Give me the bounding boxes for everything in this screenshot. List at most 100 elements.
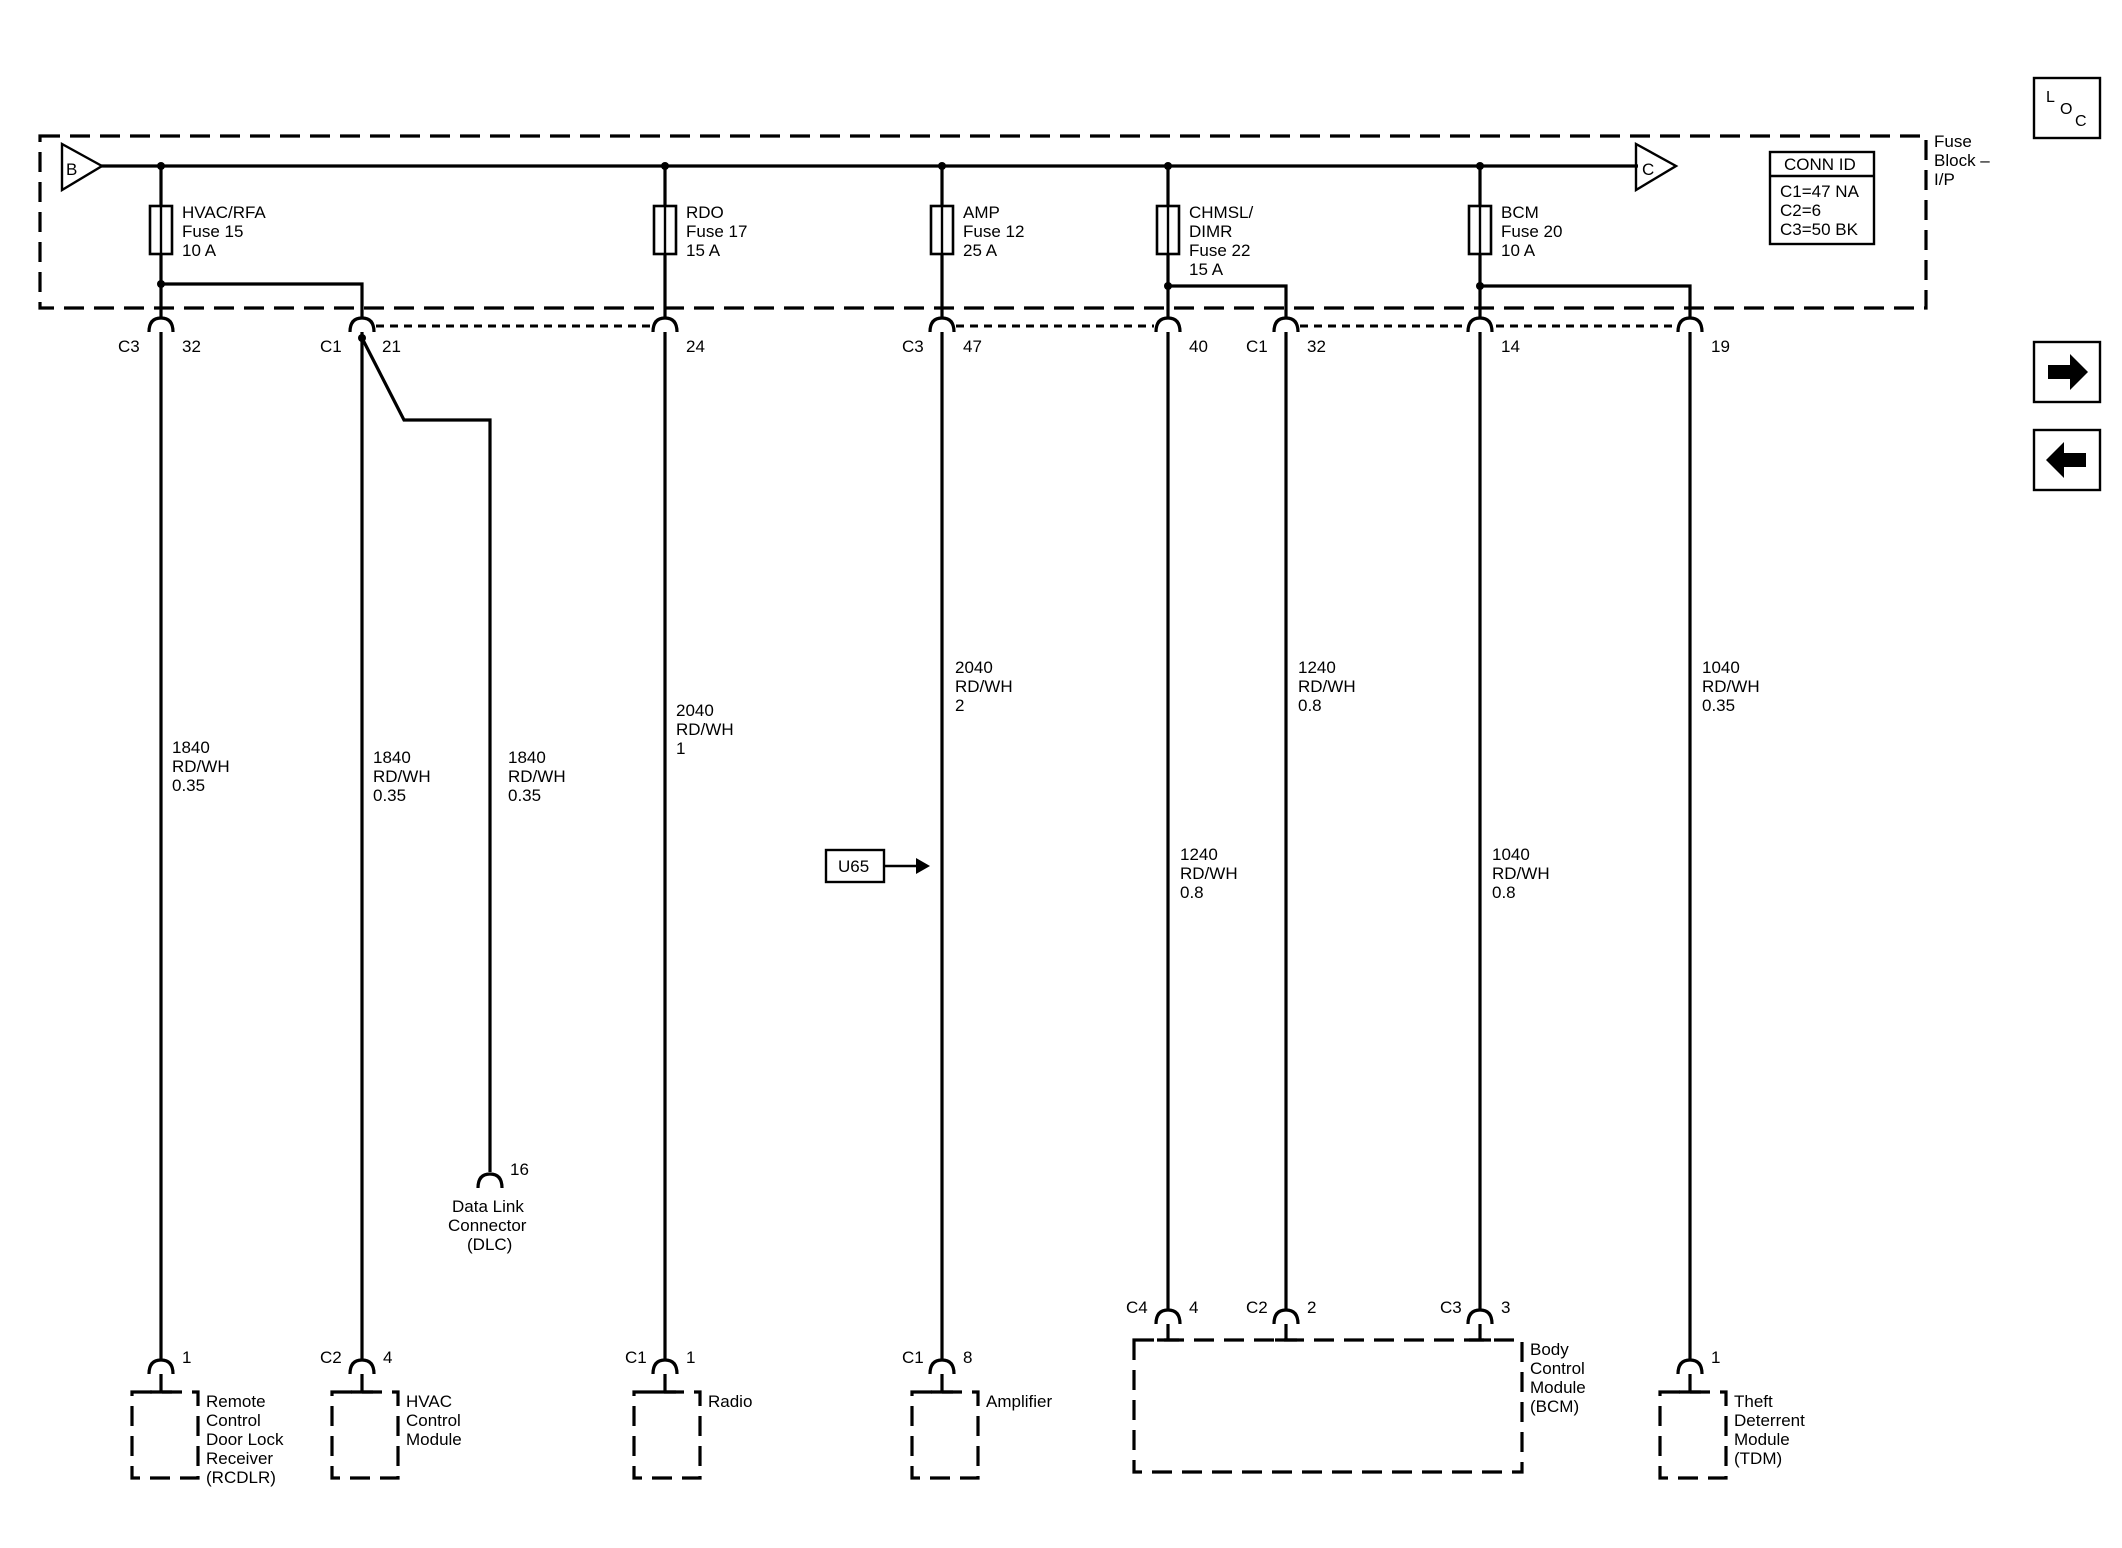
bus-output-c[interactable]: C — [1634, 141, 1679, 193]
svg-text:C3: C3 — [118, 337, 140, 356]
bottom-terminal-c4-4[interactable]: C4 4 — [1126, 1298, 1198, 1340]
wire-rcdlr[interactable]: 1840 RD/WH 0.35 — [159, 332, 230, 1360]
wire-amplifier[interactable]: 2040 RD/WH 2 — [940, 332, 1013, 1360]
fuse-chmsl-dimr[interactable]: CHMSL/ DIMR Fuse 22 15 A — [1155, 203, 1254, 279]
svg-text:C3: C3 — [1440, 1298, 1462, 1317]
svg-text:C1: C1 — [625, 1348, 647, 1367]
svg-text:Receiver: Receiver — [206, 1449, 273, 1468]
svg-text:Amplifier: Amplifier — [986, 1392, 1052, 1411]
top-terminal-c1-21[interactable]: C1 21 — [320, 316, 401, 356]
loc-icon[interactable]: L O C — [2032, 76, 2102, 140]
bottom-terminal-c1-1[interactable]: C1 1 — [625, 1348, 695, 1392]
svg-text:Door Lock: Door Lock — [206, 1430, 284, 1449]
svg-text:1840: 1840 — [373, 748, 411, 767]
component-tdm[interactable]: Theft Deterrent Module (TDM) — [1658, 1390, 1805, 1480]
component-hvac-control-module[interactable]: HVAC Control Module — [330, 1390, 462, 1480]
top-terminal-14[interactable]: 14 — [1466, 316, 1520, 356]
svg-text:Radio: Radio — [708, 1392, 752, 1411]
wire-bcm-c2[interactable]: 1240 RD/WH 0.8 — [1284, 332, 1356, 1310]
svg-text:1: 1 — [1711, 1348, 1720, 1367]
fuse-hvac-rfa[interactable]: HVAC/RFA Fuse 15 10 A — [148, 203, 266, 260]
svg-text:C2=6: C2=6 — [1780, 201, 1821, 220]
wire-bcm-c3[interactable]: 1040 RD/WH 0.8 — [1478, 332, 1550, 1310]
top-terminal-c3-47[interactable]: C3 47 — [902, 316, 982, 356]
svg-text:8: 8 — [963, 1348, 972, 1367]
svg-text:RD/WH: RD/WH — [1180, 864, 1238, 883]
svg-text:DIMR: DIMR — [1189, 222, 1232, 241]
bottom-terminal-c1-8[interactable]: C1 8 — [902, 1348, 972, 1392]
svg-text:Block –: Block – — [1934, 151, 1990, 170]
svg-text:C3=50 BK: C3=50 BK — [1780, 220, 1859, 239]
svg-text:C2: C2 — [1246, 1298, 1268, 1317]
svg-text:1040: 1040 — [1492, 845, 1530, 864]
fuse-block-outline — [38, 134, 1928, 310]
svg-text:32: 32 — [182, 337, 201, 356]
component-bcm[interactable]: Body Control Module (BCM) — [1132, 1338, 1586, 1474]
svg-text:0.35: 0.35 — [172, 776, 205, 795]
svg-text:Remote: Remote — [206, 1392, 266, 1411]
bottom-terminal-tdm-1[interactable]: 1 — [1676, 1348, 1720, 1392]
svg-text:24: 24 — [686, 337, 705, 356]
bottom-terminal-rcdlr-1[interactable]: 1 — [147, 1348, 191, 1392]
top-terminal-c1-32[interactable]: C1 32 — [1246, 316, 1326, 356]
svg-text:0.35: 0.35 — [1702, 696, 1735, 715]
svg-text:RD/WH: RD/WH — [1492, 864, 1550, 883]
wire-bcm-c4[interactable]: 1240 RD/WH 0.8 — [1166, 332, 1238, 1310]
top-terminal-24[interactable]: 24 — [651, 316, 705, 356]
svg-text:Deterrent: Deterrent — [1734, 1411, 1805, 1430]
svg-text:Body: Body — [1530, 1340, 1569, 1359]
wire-dlc[interactable]: 1840 RD/WH 0.35 — [358, 334, 566, 1172]
svg-text:4: 4 — [383, 1348, 392, 1367]
svg-text:0.8: 0.8 — [1298, 696, 1322, 715]
svg-text:25 A: 25 A — [963, 241, 998, 260]
dlc-terminal[interactable]: 16 Data Link Connector (DLC) — [448, 1160, 529, 1254]
svg-text:Fuse 17: Fuse 17 — [686, 222, 747, 241]
fuse-rdo[interactable]: RDO Fuse 17 15 A — [652, 203, 747, 260]
component-rcdlr[interactable]: Remote Control Door Lock Receiver (RCDLR… — [130, 1390, 284, 1487]
svg-text:BCM: BCM — [1501, 203, 1539, 222]
svg-text:0.8: 0.8 — [1180, 883, 1204, 902]
svg-text:0.35: 0.35 — [508, 786, 541, 805]
svg-text:C1: C1 — [1246, 337, 1268, 356]
svg-text:HVAC: HVAC — [406, 1392, 452, 1411]
svg-text:C2: C2 — [320, 1348, 342, 1367]
svg-text:RD/WH: RD/WH — [676, 720, 734, 739]
svg-text:10 A: 10 A — [182, 241, 217, 260]
svg-text:15 A: 15 A — [1189, 260, 1224, 279]
svg-text:Control: Control — [206, 1411, 261, 1430]
svg-text:RD/WH: RD/WH — [172, 757, 230, 776]
fuse-bcm[interactable]: BCM Fuse 20 10 A — [1467, 203, 1562, 260]
wire-hvac-module[interactable]: 1840 RD/WH 0.35 — [360, 332, 431, 1360]
bottom-terminal-c3-3[interactable]: C3 3 — [1440, 1298, 1510, 1340]
svg-text:C1=47 NA: C1=47 NA — [1780, 182, 1860, 201]
fuse-block-internal-wiring — [157, 162, 1692, 322]
svg-text:2040: 2040 — [676, 701, 714, 720]
bottom-terminal-c2-2[interactable]: C2 2 — [1246, 1298, 1316, 1340]
svg-text:1: 1 — [686, 1348, 695, 1367]
component-amplifier[interactable]: Amplifier — [910, 1390, 1052, 1480]
svg-text:Fuse 20: Fuse 20 — [1501, 222, 1562, 241]
svg-text:Control: Control — [1530, 1359, 1585, 1378]
svg-text:(RCDLR): (RCDLR) — [206, 1468, 276, 1487]
top-terminal-c3-32[interactable]: C3 32 — [118, 316, 201, 356]
bottom-terminal-c2-4[interactable]: C2 4 — [320, 1348, 392, 1392]
wire-tdm[interactable]: 1040 RD/WH 0.35 — [1688, 332, 1760, 1360]
svg-text:2: 2 — [1307, 1298, 1316, 1317]
option-ref-u65[interactable]: U65 — [824, 848, 930, 884]
arrow-right-icon[interactable] — [2032, 340, 2102, 404]
top-terminal-19[interactable]: 19 — [1676, 316, 1730, 356]
svg-text:C4: C4 — [1126, 1298, 1148, 1317]
svg-text:21: 21 — [382, 337, 401, 356]
wire-radio[interactable]: 2040 RD/WH 1 — [663, 332, 734, 1360]
bus-input-b[interactable]: B — [60, 141, 105, 193]
svg-text:Connector: Connector — [448, 1216, 527, 1235]
svg-text:RD/WH: RD/WH — [373, 767, 431, 786]
svg-text:40: 40 — [1189, 337, 1208, 356]
arrow-left-icon[interactable] — [2032, 428, 2102, 492]
svg-text:Module: Module — [406, 1430, 462, 1449]
svg-text:C1: C1 — [320, 337, 342, 356]
component-radio[interactable]: Radio — [632, 1390, 752, 1480]
fuse-amp[interactable]: AMP Fuse 12 25 A — [929, 203, 1024, 260]
fuse-block-label: Fuse Block – I/P — [1934, 132, 1990, 189]
top-terminal-40[interactable]: 40 — [1154, 316, 1208, 356]
